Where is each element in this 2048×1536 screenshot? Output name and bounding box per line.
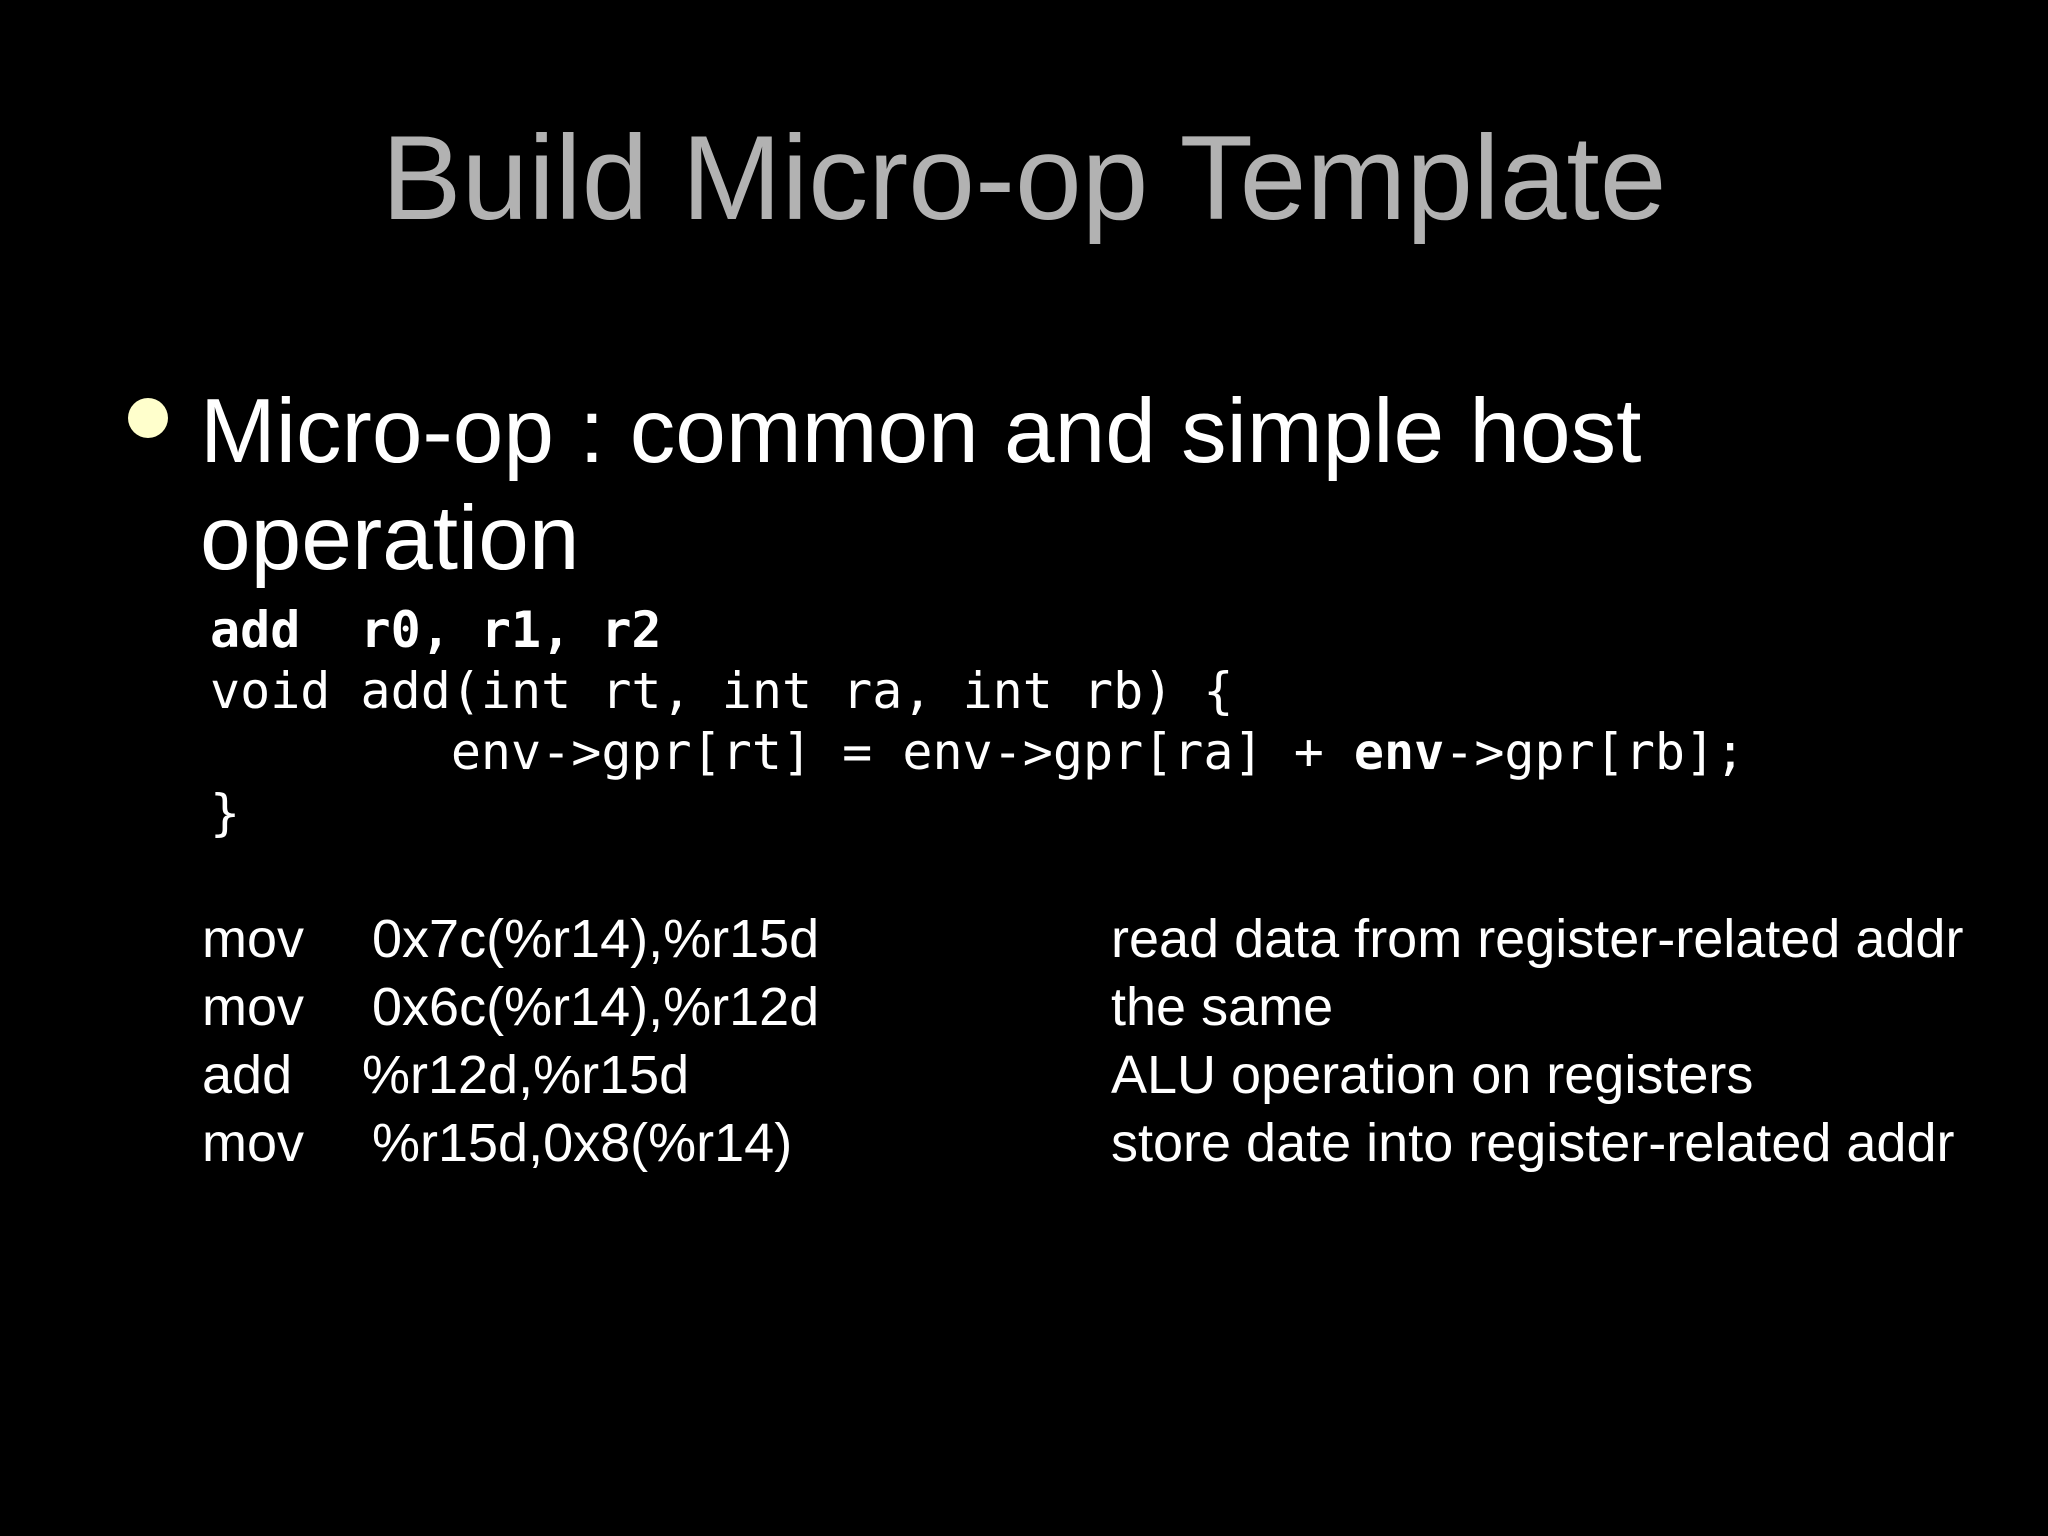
asm-comment: ALU operation on registers <box>1111 1045 1754 1105</box>
bullet-text: Micro-op : common and simple host operat… <box>200 378 1641 592</box>
code-line: void add(int rt, int ra, int rb) { <box>210 662 1234 720</box>
asm-comment: the same <box>1111 977 1334 1037</box>
code-line: env->gpr[rt] = env->gpr[ra] + env->gpr[r… <box>210 722 1745 783</box>
bullet-line: Micro-op : common and simple host <box>200 381 1642 482</box>
code-line: } <box>210 784 241 842</box>
asm-operands: 0x6c(%r14),%r12d <box>372 977 820 1037</box>
asm-opcode: mov <box>202 977 305 1037</box>
code-segment: ->gpr[rb]; <box>1444 723 1746 781</box>
bullet-line: operation <box>200 488 580 589</box>
asm-operands: 0x7c(%r14),%r15d <box>372 909 820 969</box>
code-segment: env->gpr[rt] = env->gpr[ra] + <box>210 723 1354 781</box>
bullet-dot-icon <box>128 398 168 438</box>
asm-operands: %r12d,%r15d <box>362 1045 690 1105</box>
code-line: add r0, r1, r2 <box>210 601 662 659</box>
asm-opcode: add <box>202 1045 293 1105</box>
slide-title: Build Micro-op Template <box>381 111 1667 245</box>
asm-comment: store date into register-related addr <box>1111 1113 1955 1173</box>
asm-comment: read data from register-related addr <box>1111 909 1964 969</box>
asm-opcode: mov <box>202 1113 305 1173</box>
code-segment-bold: env <box>1353 723 1445 781</box>
asm-opcode: mov <box>202 909 305 969</box>
asm-operands: %r15d,0x8(%r14) <box>372 1113 793 1173</box>
